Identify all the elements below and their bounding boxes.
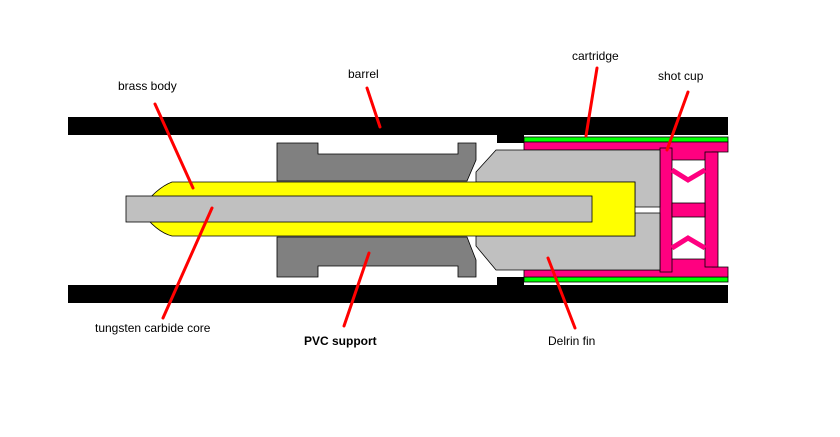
- leader-pvc-support: [342, 251, 371, 328]
- pvc-support: [276, 142, 477, 278]
- label-shot-cup: shot cup: [658, 69, 704, 83]
- shot-cup-petal-lower: [670, 235, 707, 251]
- leader-tungsten-core: [161, 206, 214, 320]
- leader-shot-cup: [665, 90, 690, 152]
- label-delrin-fin: Delrin fin: [548, 334, 595, 348]
- label-tungsten-carbide-core: tungsten carbide core: [95, 321, 211, 335]
- shot-cup: [523, 141, 729, 278]
- label-cartridge: cartridge: [572, 49, 619, 63]
- tungsten-carbide-core: [125, 195, 593, 223]
- barrel-top-wall: [68, 117, 728, 143]
- pvc-support-bottom: [276, 236, 477, 278]
- shot-cup-center-bar: [671, 202, 706, 218]
- shot-cup-front-wall: [704, 151, 719, 268]
- shot-cup-petal-upper: [670, 167, 707, 183]
- leader-delrin-fin: [546, 256, 577, 330]
- pvc-support-top: [276, 142, 477, 182]
- label-pvc-support: PVC support: [304, 334, 377, 348]
- label-brass-body: brass body: [118, 79, 177, 93]
- leader-cartridge: [584, 66, 599, 138]
- leader-lines: [153, 66, 690, 330]
- leader-barrel: [365, 86, 382, 129]
- shot-cup-wall: [659, 147, 673, 273]
- cartridge-top: [523, 136, 729, 143]
- leader-brass-body: [153, 102, 195, 190]
- label-barrel: barrel: [348, 67, 379, 81]
